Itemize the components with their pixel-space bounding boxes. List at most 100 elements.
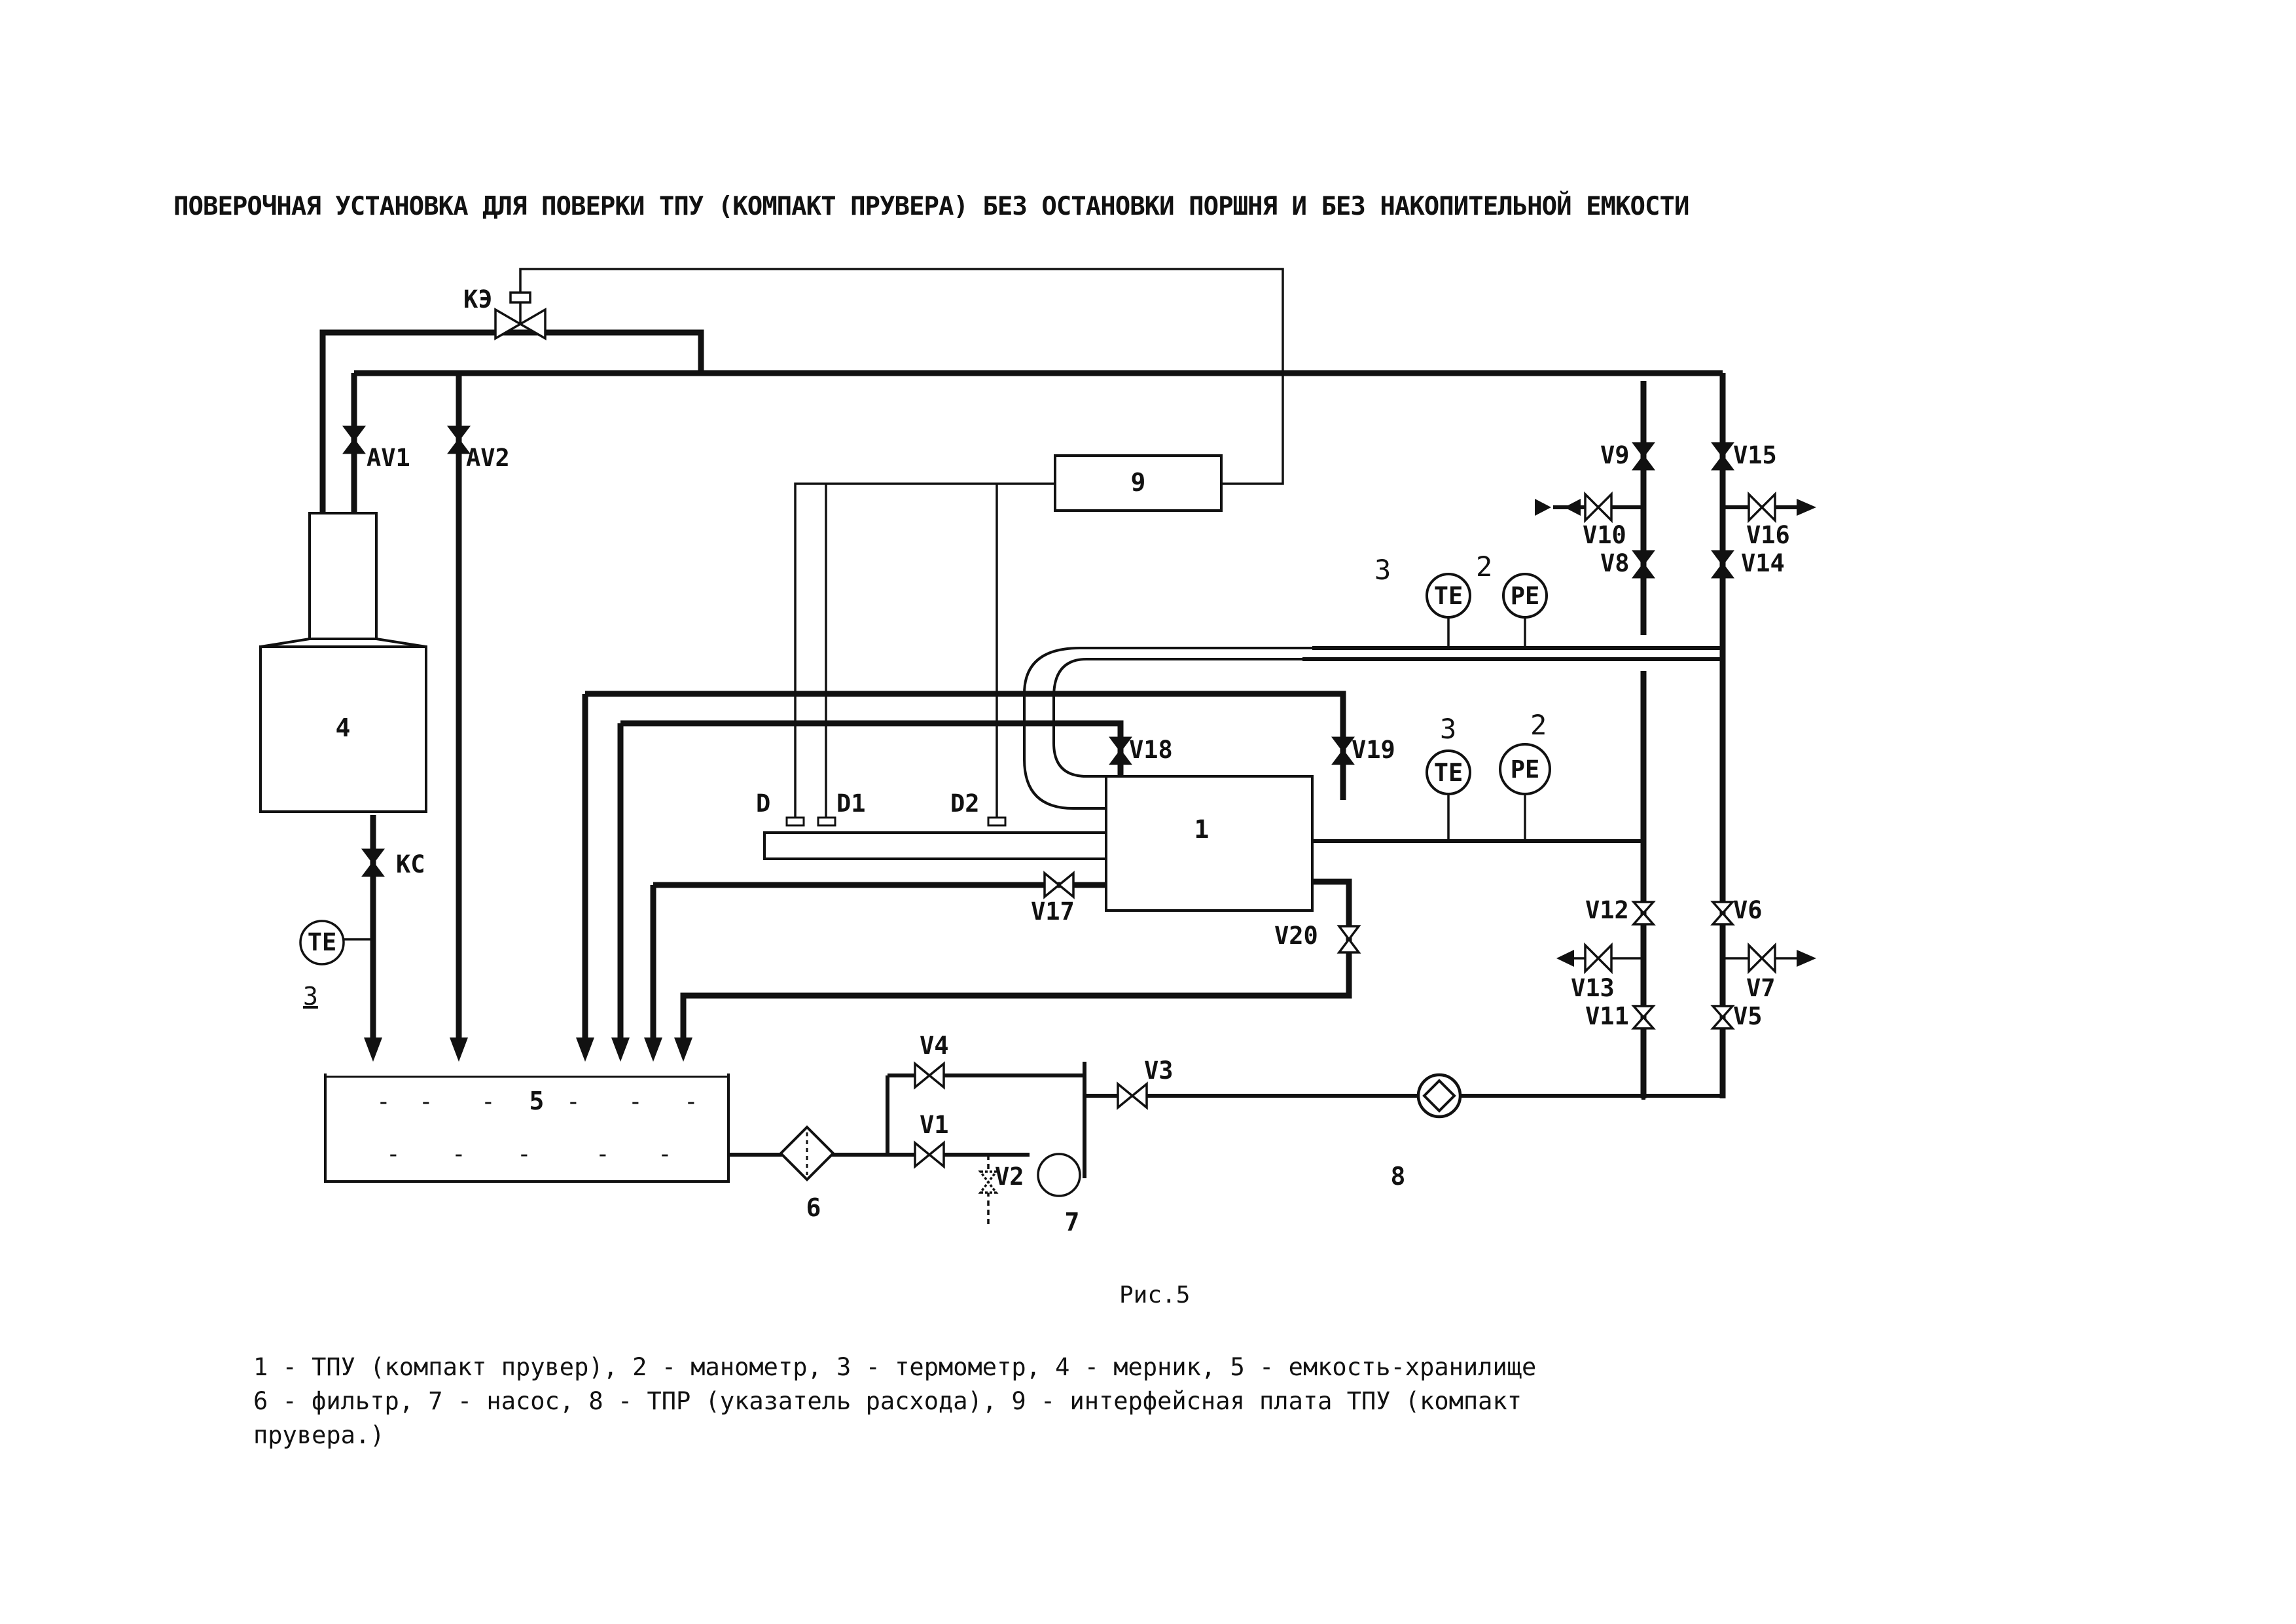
valve-v15 [1711,442,1734,458]
svg-text:-: - [481,1089,495,1115]
svg-text:V18: V18 [1129,736,1173,764]
sensor-pe-1 [1502,573,1548,619]
svg-text:PE: PE [1511,582,1540,610]
svg-text:V7: V7 [1746,974,1776,1002]
filter-6 [779,1125,835,1182]
flowmeter-8-label: 8 [1391,1162,1406,1191]
pump-7-label: 7 [1065,1208,1080,1236]
pump-7 [1037,1153,1081,1197]
svg-text:-: - [376,1089,391,1115]
tank-4-label: 4 [336,713,351,742]
svg-text:V5: V5 [1733,1002,1763,1030]
svg-text:V3: V3 [1144,1056,1174,1085]
equipment: 4 5 - - - - - - - - - - - 9 [259,454,1462,1236]
svg-text:PE: PE [1511,755,1540,784]
svg-text:V17: V17 [1031,897,1075,926]
valve-v3 [1117,1081,1134,1110]
svg-text:-: - [658,1141,672,1168]
valve-v5 [1710,1005,1735,1019]
svg-text:TE: TE [308,928,337,956]
svg-text:V9: V9 [1600,441,1630,469]
tank-4-body [259,645,427,813]
detector-d1 [817,816,836,827]
svg-text:-: - [566,1089,581,1115]
valve-v1 [914,1140,931,1169]
figure-legend: 1 - ТПУ (компакт прувер), 2 - манометр, … [253,1350,1778,1453]
svg-text:-: - [419,1089,433,1115]
valve-ke-right [518,307,547,341]
valve-v9 [1632,442,1655,458]
sensor-te-2 [1426,749,1471,795]
svg-text:-: - [452,1141,466,1168]
sensors: TE PE 3 2 TE PE 3 2 TE 3 [299,550,1551,1011]
flow-arrows [364,499,1816,1062]
label-d: D [756,789,770,818]
detector-d [785,816,805,827]
svg-text:AV1: AV1 [367,444,410,472]
svg-text:TE: TE [1434,759,1463,787]
prover-1-body [1105,775,1314,912]
tank-5-label: 5 [529,1087,545,1115]
tank-5-dashes: - - - - - - - - - - - [376,1089,698,1168]
legend-line-1: 1 - ТПУ (компакт прувер), 2 - манометр, … [253,1353,1537,1381]
tank-5-body [324,1074,730,1183]
valve-v16 [1748,491,1764,524]
svg-text:V14: V14 [1741,549,1785,577]
prover-1-label: 1 [1194,815,1210,844]
svg-text:V11: V11 [1585,1002,1629,1030]
svg-text:V20: V20 [1274,922,1318,950]
prover-loop-inner [1052,658,1312,778]
valve-v19 [1331,736,1355,753]
svg-text:-: - [596,1141,610,1168]
svg-text:V13: V13 [1571,974,1615,1002]
svg-text:-: - [684,1089,698,1115]
pipe-return-2 [620,720,1124,776]
signal-d [794,482,1055,823]
valve-v10 [1584,491,1600,524]
svg-text:V2: V2 [995,1163,1024,1191]
sensor-te-3-ref: 3 [303,982,318,1011]
figure-caption: Рис.5 [1119,1282,1191,1308]
prover-loop-outer [1023,647,1312,810]
svg-text:КС: КС [396,850,425,878]
valve-v18 [1109,736,1132,753]
label-d1: D1 [836,789,866,818]
svg-text:V1: V1 [920,1111,949,1139]
detector-rail [763,831,1107,860]
valve-v6 [1710,901,1735,915]
sensor-pe-2-ref: 2 [1530,709,1547,741]
sensor-te-2-ref: 3 [1440,713,1456,745]
valve-av1 [342,425,366,442]
svg-text:V19: V19 [1352,736,1395,764]
signal-ke [519,268,1284,485]
svg-text:-: - [517,1141,531,1168]
valve-v12 [1631,901,1656,915]
legend-line-2: 6 - фильтр, 7 - насос, 8 - ТПР (указател… [253,1387,1522,1415]
label-d2: D2 [950,789,980,818]
valve-ke-left [494,307,523,341]
filter-6-label: 6 [806,1193,821,1222]
valve-kc [361,848,385,865]
interface-board-label: 9 [1131,468,1146,497]
pipe-v4-line-2 [940,1074,1086,1155]
valve-v4 [914,1061,931,1090]
sensor-pe-2 [1499,743,1551,795]
valve-v7 [1748,942,1764,975]
valve-v17 [1043,871,1061,899]
thick-pipes [319,329,1726,1098]
svg-text:V15: V15 [1733,441,1777,469]
svg-text:V4: V4 [920,1032,949,1060]
valves: КЭ AV1 AV2 КС V9 V8 V10 V15 [342,285,1790,1194]
tank-4-neck [308,512,378,640]
sensor-pe-1-ref: 2 [1476,550,1492,583]
svg-text:-: - [628,1089,643,1115]
sensor-te-1-ref: 3 [1374,554,1391,586]
legend-line-3: прувера.) [253,1421,385,1449]
valve-v14 [1711,550,1734,566]
svg-text:TE: TE [1434,582,1463,610]
svg-text:V12: V12 [1585,896,1629,924]
svg-text:AV2: AV2 [466,444,510,472]
valve-v11 [1631,1005,1656,1019]
interface-board-9 [1054,454,1223,512]
